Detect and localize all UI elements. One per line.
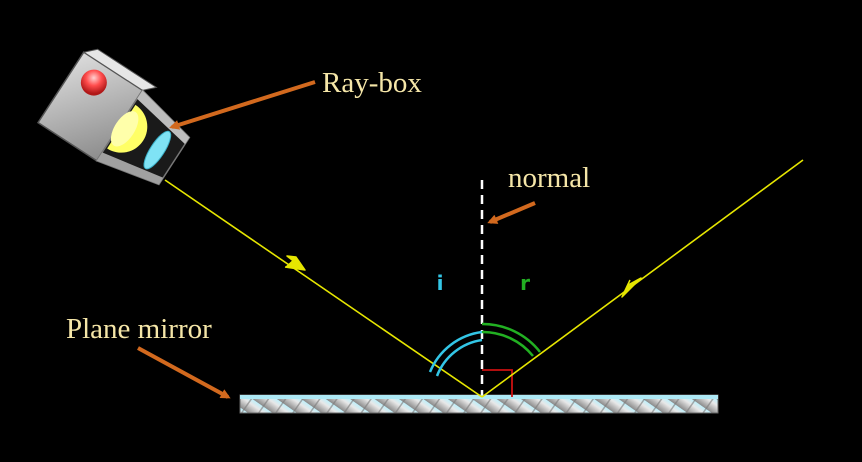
plane-mirror-pointer-arrow [137, 346, 231, 399]
ray-box-label: Ray-box [322, 67, 422, 99]
right-angle-marker [482, 369, 513, 397]
plane-mirror-label: Plane mirror [66, 313, 212, 345]
ray-box [36, 48, 191, 186]
incident-ray [164, 179, 483, 398]
lamp [107, 104, 148, 153]
angle-r-label: r [520, 271, 530, 295]
angle-of-incidence-arc [428, 330, 483, 377]
angle-i-label: i [437, 271, 444, 295]
normal-label: normal [508, 162, 590, 194]
reflected-ray-arrow [621, 277, 642, 298]
indicator-light [80, 69, 107, 96]
lens [143, 130, 172, 170]
normal-pointer-arrow [487, 201, 536, 224]
angle-of-reflection-arc [481, 322, 541, 357]
ray-box-pointer-arrow [169, 80, 316, 130]
mirror-reflective-surface [240, 395, 718, 399]
incident-ray-arrow [284, 255, 306, 271]
plane-mirror [239, 394, 719, 414]
reflected-ray [481, 159, 804, 398]
